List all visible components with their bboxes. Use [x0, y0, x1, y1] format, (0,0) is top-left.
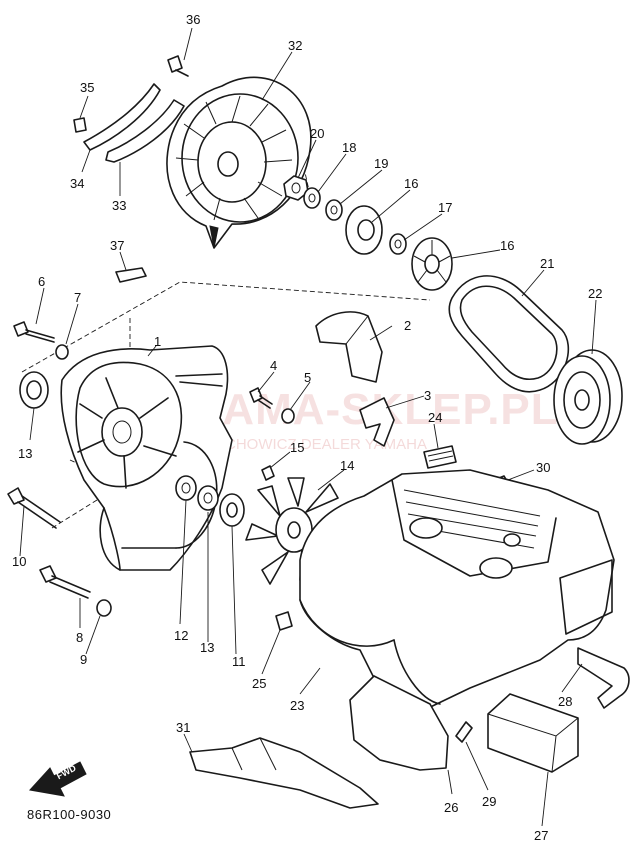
part-33-bracket — [105, 99, 185, 163]
label-31: 31 — [176, 720, 190, 735]
part-5-washer — [281, 408, 295, 424]
part-25-clip — [275, 611, 293, 631]
drawing-code: 86R100-9030 — [27, 807, 112, 822]
label-15: 15 — [290, 440, 304, 455]
label-37: 37 — [110, 238, 124, 253]
label-34: 34 — [70, 176, 84, 191]
label-27: 27 — [534, 828, 548, 843]
label-9: 9 — [80, 652, 87, 667]
label-29: 29 — [482, 794, 496, 809]
label-24: 24 — [428, 410, 442, 425]
label-30: 30 — [536, 460, 550, 475]
part-16-pulley-half-rear — [411, 237, 453, 291]
label-14: 14 — [340, 458, 354, 473]
part-13-oil-seal-right — [197, 485, 219, 511]
part-15-key — [261, 465, 275, 481]
label-1: 1 — [154, 334, 161, 349]
part-number-labels: 36 32 35 34 33 20 18 19 16 17 16 21 22 3… — [12, 12, 602, 843]
part-19-washer — [325, 199, 343, 221]
label-22: 22 — [588, 286, 602, 301]
part-6-bolt — [13, 321, 55, 343]
label-4: 4 — [270, 358, 277, 373]
part-11-bearing — [219, 493, 245, 527]
label-7: 7 — [74, 290, 81, 305]
part-1-fan-housing — [60, 345, 233, 571]
label-16-rear: 16 — [500, 238, 514, 253]
label-20: 20 — [310, 126, 324, 141]
part-9-washer — [96, 599, 112, 617]
part-28-seal-strip — [577, 647, 630, 709]
part-10-bolt — [7, 487, 61, 529]
label-12: 12 — [174, 628, 188, 643]
part-4-bolt — [249, 387, 273, 409]
part-23-shroud — [299, 469, 615, 714]
label-5: 5 — [304, 370, 311, 385]
label-23: 23 — [290, 698, 304, 713]
part-37-clip — [115, 267, 147, 283]
label-18: 18 — [342, 140, 356, 155]
part-27-seal — [487, 693, 579, 773]
label-19: 19 — [374, 156, 388, 171]
label-32: 32 — [288, 38, 302, 53]
label-33: 33 — [112, 198, 126, 213]
part-24-label-plate — [423, 445, 457, 469]
part-36-bolt — [167, 55, 189, 77]
label-10: 10 — [12, 554, 26, 569]
label-28: 28 — [558, 694, 572, 709]
part-8-bolt — [39, 565, 91, 599]
part-18-washer — [303, 187, 321, 209]
label-25: 25 — [252, 676, 266, 691]
label-36: 36 — [186, 12, 200, 27]
part-12-washer — [175, 475, 197, 501]
label-21: 21 — [540, 256, 554, 271]
part-16-pulley-half-front — [345, 205, 383, 255]
part-32-flywheel-cover — [166, 76, 312, 249]
part-21-v-belt — [448, 275, 570, 393]
label-16-front: 16 — [404, 176, 418, 191]
label-8: 8 — [76, 630, 83, 645]
part-29-clip — [455, 721, 473, 743]
label-13-left: 13 — [18, 446, 32, 461]
part-2-air-guide — [315, 311, 383, 383]
label-11: 11 — [232, 654, 246, 669]
label-26: 26 — [444, 800, 458, 815]
label-35: 35 — [80, 80, 94, 95]
watermark-subtitle: CIECHOWICZ DEALER YAMAHA — [200, 436, 427, 453]
part-7-washer — [55, 344, 69, 360]
part-17-spacer — [389, 233, 407, 255]
part-31-lower-cover — [189, 737, 379, 809]
label-6: 6 — [38, 274, 45, 289]
part-13-oil-seal — [19, 371, 49, 409]
label-3: 3 — [424, 388, 431, 403]
part-3-bracket — [359, 397, 395, 447]
part-22-driven-pulley — [553, 349, 623, 445]
part-35-screw — [73, 117, 87, 133]
leader-lines — [19, 27, 597, 827]
fwd-arrow-icon — [29, 761, 87, 797]
label-2: 2 — [404, 318, 411, 333]
part-26-deflector — [349, 675, 449, 771]
label-17: 17 — [438, 200, 452, 215]
part-34-bracket — [83, 83, 161, 151]
label-13-right: 13 — [200, 640, 214, 655]
